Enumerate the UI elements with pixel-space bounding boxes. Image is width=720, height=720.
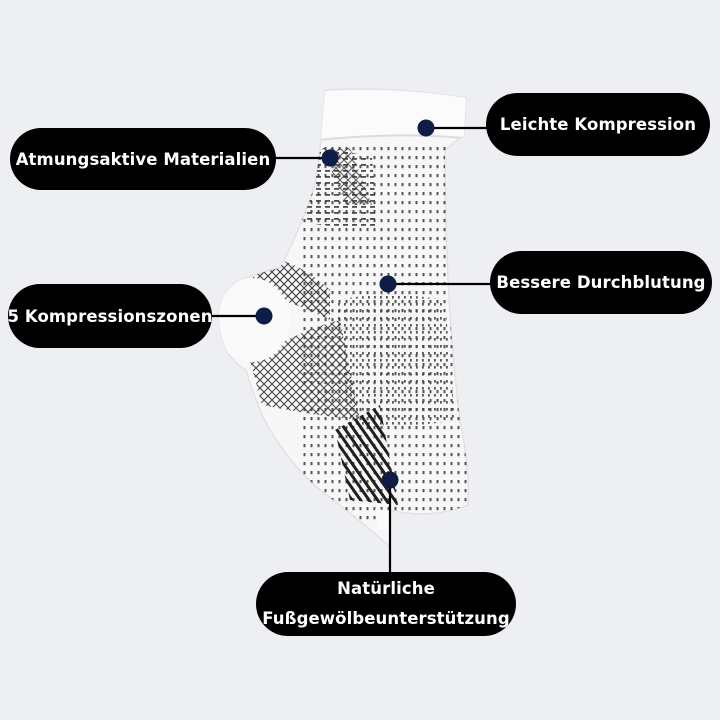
label-leichte-kompression: Leichte Kompression (486, 93, 710, 156)
label-bessere-durchblutung: Bessere Durchblutung (490, 251, 712, 314)
sock (218, 88, 470, 546)
label-text-atmungsaktive-materialien: Atmungsaktive Materialien (15, 149, 271, 169)
marker-dot-atmungsaktive (321, 149, 339, 167)
label-text-fussgewoelbe-line1: Natürliche (337, 579, 435, 598)
marker-dot-durchblutung (379, 275, 397, 293)
marker-dot-leichte-kompression (417, 119, 435, 137)
marker-dot-fussgewoelbe (381, 471, 399, 489)
label-text-5-kompressionszonen: 5 Kompressionszonen (7, 306, 213, 326)
marker-dot-kompressionszonen (255, 307, 273, 325)
marker-dots (255, 119, 435, 489)
label-atmungsaktive-materialien: Atmungsaktive Materialien (10, 128, 276, 190)
label-text-fussgewoelbe-line2: Fußgewölbeunterstützung (262, 609, 510, 628)
label-text-bessere-durchblutung: Bessere Durchblutung (496, 273, 706, 292)
label-fussgewoelbeunterstuetzung: Natürliche Fußgewölbeunterstützung (256, 572, 516, 636)
label-text-leichte-kompression: Leichte Kompression (499, 115, 697, 134)
label-5-kompressionszonen: 5 Kompressionszonen (7, 284, 213, 348)
